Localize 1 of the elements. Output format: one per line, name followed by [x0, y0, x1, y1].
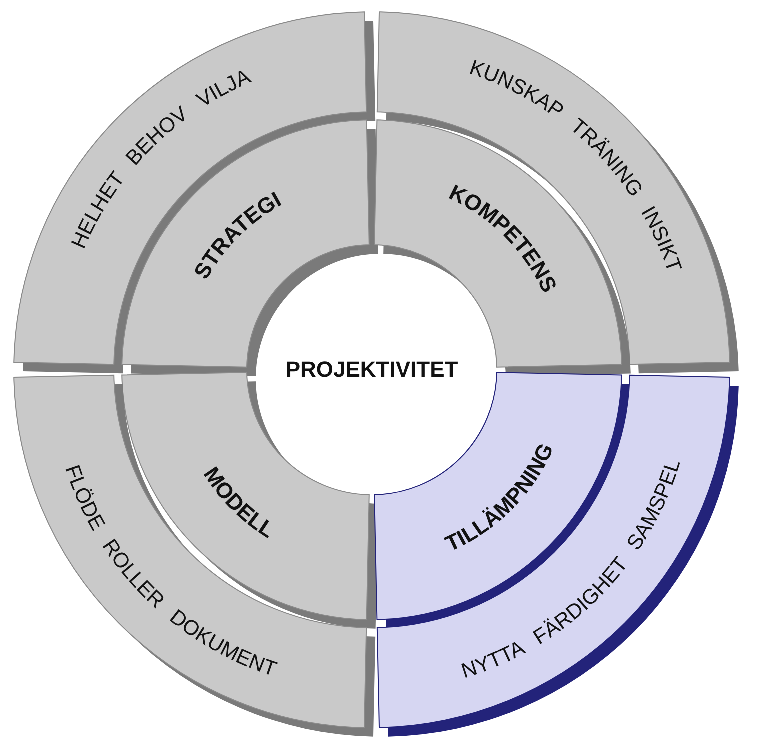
center-label: PROJEKTIVITET	[286, 357, 458, 383]
